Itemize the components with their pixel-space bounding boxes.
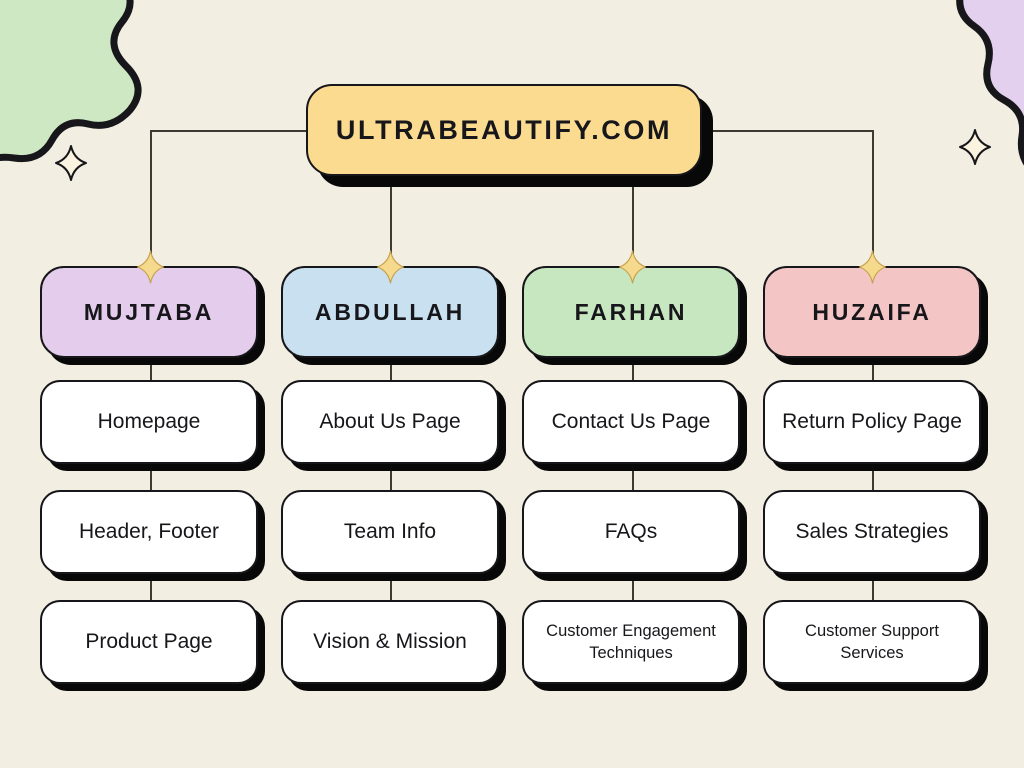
task-node[interactable]: Sales Strategies (763, 490, 981, 574)
task-node[interactable]: Homepage (40, 380, 258, 464)
task-node[interactable]: Contact Us Page (522, 380, 740, 464)
decorative-blob-top-left (0, 0, 212, 207)
task-label: Contact Us Page (551, 410, 711, 434)
task-label: Product Page (85, 630, 213, 654)
task-label: Team Info (343, 520, 437, 544)
person-label: HUZAIFA (812, 298, 932, 325)
person-node-mujtaba[interactable]: MUJTABA (40, 266, 258, 358)
connector-c1-r1 (150, 464, 152, 490)
connector-c1-r2 (150, 574, 152, 600)
task-node[interactable]: Header, Footer (40, 490, 258, 574)
task-label: Vision & Mission (313, 630, 467, 654)
connector-c2-r2 (390, 574, 392, 600)
connector-c3-r0 (632, 358, 634, 380)
four-point-star-icon (959, 129, 991, 165)
connector-c3-r1 (632, 464, 634, 490)
person-label: FARHAN (574, 298, 688, 325)
connector-c2-r0 (390, 358, 392, 380)
connector-c2-r1 (390, 464, 392, 490)
task-label: Return Policy Page (782, 410, 962, 434)
connector-bus-left (150, 130, 308, 132)
task-label: Homepage (97, 410, 201, 434)
root-node-website-title[interactable]: ULTRABEAUTIFY.COM (306, 84, 702, 176)
connector-drop-col-1 (150, 130, 152, 270)
task-node[interactable]: Product Page (40, 600, 258, 684)
task-node[interactable]: Team Info (281, 490, 499, 574)
task-label: Header, Footer (78, 520, 220, 544)
task-node[interactable]: Customer Engagement Techniques (522, 600, 740, 684)
root-node-label: ULTRABEAUTIFY.COM (335, 114, 673, 145)
connector-c4-r1 (872, 464, 874, 490)
task-node[interactable]: Vision & Mission (281, 600, 499, 684)
task-label: FAQs (604, 520, 658, 544)
connector-drop-col-2 (390, 176, 392, 270)
person-node-huzaifa[interactable]: HUZAIFA (763, 266, 981, 358)
connector-c3-r2 (632, 574, 634, 600)
four-point-star-icon (55, 145, 87, 181)
person-node-abdullah[interactable]: ABDULLAH (281, 266, 499, 358)
task-label: Sales Strategies (795, 520, 949, 544)
task-node[interactable]: About Us Page (281, 380, 499, 464)
task-label: Customer Support Services (805, 621, 939, 662)
person-node-farhan[interactable]: FARHAN (522, 266, 740, 358)
person-label: ABDULLAH (314, 298, 466, 325)
connector-drop-col-3 (632, 176, 634, 270)
connector-drop-col-4 (872, 130, 874, 270)
task-label: Customer Engagement Techniques (546, 621, 716, 662)
task-node[interactable]: FAQs (522, 490, 740, 574)
connector-c4-r0 (872, 358, 874, 380)
task-node[interactable]: Return Policy Page (763, 380, 981, 464)
connector-c1-r0 (150, 358, 152, 380)
task-node[interactable]: Customer Support Services (763, 600, 981, 684)
person-label: MUJTABA (83, 298, 215, 325)
task-label: About Us Page (319, 410, 461, 434)
connector-bus-right (700, 130, 872, 132)
connector-c4-r2 (872, 574, 874, 600)
